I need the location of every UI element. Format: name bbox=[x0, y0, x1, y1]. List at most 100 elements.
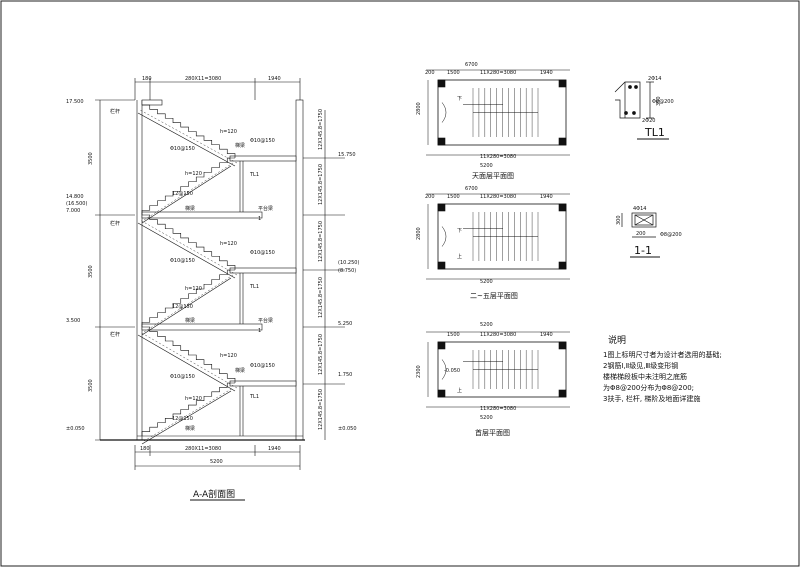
stair-soffit-back-1 bbox=[137, 222, 236, 279]
plan-1-dim-top: 6700 bbox=[465, 186, 478, 192]
elev-right-2: (8.750) bbox=[338, 268, 356, 274]
label-rebar-4: Φ10@150 bbox=[170, 258, 195, 264]
stair-rebar-up-0 bbox=[143, 387, 234, 442]
label-rebar-3: Φ10@150 bbox=[250, 250, 275, 256]
plan-0-column-3 bbox=[558, 137, 567, 146]
dim-left-2: 3500 bbox=[88, 379, 94, 392]
note-line-0: 1图上标明尺寸者为设计者选用的基础; bbox=[603, 350, 722, 359]
tl1-depth: 350 bbox=[656, 96, 662, 106]
plan-1-column-1 bbox=[558, 203, 567, 212]
s11-width: 200 bbox=[636, 231, 646, 237]
plan-0-title: 天面层平面图 bbox=[472, 172, 514, 180]
label-rebar-2: Φ10@150 bbox=[170, 146, 195, 152]
plan-2-dim-top: 5200 bbox=[480, 322, 493, 328]
plan-2-outline bbox=[437, 341, 567, 398]
dim-bottom-total: 5200 bbox=[210, 459, 223, 465]
dim-top-1: 280X11=3080 bbox=[185, 76, 221, 82]
label-ladder-beam-1: 梯梁 bbox=[235, 142, 245, 149]
label-h120-6: h=120 bbox=[185, 396, 202, 402]
stair-soffit-up-0 bbox=[141, 390, 232, 445]
label-step-1: 12@150 bbox=[172, 191, 193, 197]
plan-2-title: 首层平面图 bbox=[475, 428, 510, 437]
plan-2-elev: -0.050 bbox=[444, 368, 460, 374]
plan-0-dim-0: 200 bbox=[425, 70, 435, 76]
note-line-4: 3扶手, 栏杆, 梯阶及地面详建施 bbox=[603, 394, 700, 403]
plan-0-dim-3: 1940 bbox=[540, 70, 553, 76]
plan-2-dim-2: 11X280=3080 bbox=[480, 332, 516, 338]
label-cut-2: 1 bbox=[258, 328, 261, 334]
s11-title: 1-1 bbox=[634, 244, 652, 257]
stair-rebar-back-0 bbox=[139, 331, 238, 389]
stair-steps-back-1 bbox=[142, 214, 236, 270]
label-h120-2: h=120 bbox=[185, 171, 202, 177]
notes-title: 说明 bbox=[608, 334, 626, 346]
dim-top-2: 1940 bbox=[268, 76, 281, 82]
plan-2-side: 2300 bbox=[416, 365, 422, 378]
plan-1-title: 二~五层平面图 bbox=[470, 292, 518, 300]
label-rebar-1: Φ10@150 bbox=[250, 138, 275, 144]
label-railing-2: 栏杆 bbox=[110, 220, 120, 227]
plan-2-total: 5200 bbox=[480, 415, 493, 421]
plan-0-dim-2: 11X280=3080 bbox=[480, 70, 516, 76]
plan-2-column-3 bbox=[558, 389, 567, 398]
dim-top-0: 180 bbox=[142, 76, 152, 82]
stair-rebar-back-2 bbox=[139, 109, 238, 164]
plan-0-column-0 bbox=[437, 79, 446, 88]
plan-0-dim-1: 1500 bbox=[447, 70, 460, 76]
elev-left-0: 17.500 bbox=[66, 99, 84, 105]
plan-1-up: 下 bbox=[457, 228, 462, 234]
stair-rebar-back-1 bbox=[139, 219, 238, 276]
plan-1-column-2 bbox=[437, 261, 446, 270]
elev-left-2: (16.500) bbox=[66, 201, 87, 207]
plan-1-dim-1: 1500 bbox=[447, 194, 460, 200]
tl1-stirrup: Φ8@200 bbox=[652, 99, 674, 105]
section-title: A-A剖面图 bbox=[193, 488, 235, 500]
stair-soffit-back-2 bbox=[137, 112, 236, 167]
label-tl1-1: TL1 bbox=[249, 172, 259, 178]
stair-rebar-up-2 bbox=[143, 162, 234, 221]
tl1-top-bar: 2Φ14 bbox=[648, 76, 661, 82]
tl1-bottom-bar: 2Φ20 bbox=[642, 118, 655, 124]
elev-right-5: ±0.050 bbox=[338, 426, 357, 432]
note-line-3: 为Φ8@200分布为Φ8@200; bbox=[603, 383, 694, 392]
label-platform-beam-2: 平台梁 bbox=[258, 317, 273, 324]
plan-0-column-1 bbox=[558, 79, 567, 88]
dim-right-1: 12X145.8=1750 bbox=[318, 164, 324, 205]
plan-1-dim-3: 1940 bbox=[540, 194, 553, 200]
label-step-2: 12@150 bbox=[172, 304, 193, 310]
elev-right-3: 5.250 bbox=[338, 321, 352, 327]
label-h120-5: h=120 bbox=[220, 353, 237, 359]
plan-0-side: 2800 bbox=[416, 102, 422, 115]
stair-steps-up-0 bbox=[141, 382, 235, 436]
tl1-title: TL1 bbox=[644, 126, 665, 139]
label-tl1-2: TL1 bbox=[249, 284, 259, 290]
plan-0-door bbox=[441, 102, 447, 123]
label-ladder-beam-3: 梯梁 bbox=[185, 205, 195, 212]
stair-soffit-up-1 bbox=[141, 277, 232, 336]
plan-2-dim-1: 1500 bbox=[447, 332, 460, 338]
label-ladder-beam-4: 梯梁 bbox=[185, 317, 195, 324]
label-railing-3: 栏杆 bbox=[110, 331, 120, 338]
plan-2-door bbox=[441, 359, 447, 380]
dim-right-3: 12X145.8=1750 bbox=[318, 277, 324, 318]
stair-soffit-up-2 bbox=[141, 165, 232, 224]
label-h120-3: h=120 bbox=[220, 241, 237, 247]
plan-1-down: 上 bbox=[457, 253, 462, 260]
stair-steps-back-2 bbox=[142, 104, 236, 158]
label-platform-beam-1: 平台梁 bbox=[258, 205, 273, 212]
label-rebar-5: Φ10@150 bbox=[250, 363, 275, 369]
elev-right-4: 1.750 bbox=[338, 372, 352, 378]
plan-1-side: 2800 bbox=[416, 227, 422, 240]
plan-1-column-3 bbox=[558, 261, 567, 270]
note-line-2: 楼梯梯段板中未注明之底筋 bbox=[603, 372, 687, 381]
plan-2-column-1 bbox=[558, 341, 567, 350]
note-line-1: 2钢筋Ⅰ,Ⅱ级见,Ⅲ级变形钢 bbox=[603, 361, 678, 370]
elev-left-3: 7.000 bbox=[66, 208, 80, 214]
elev-left-1: 14.800 bbox=[66, 194, 84, 200]
dim-right-4: 12X145.8=1750 bbox=[318, 334, 324, 375]
plan-1-dim-0: 200 bbox=[425, 194, 435, 200]
plan-2-column-2 bbox=[437, 389, 446, 398]
